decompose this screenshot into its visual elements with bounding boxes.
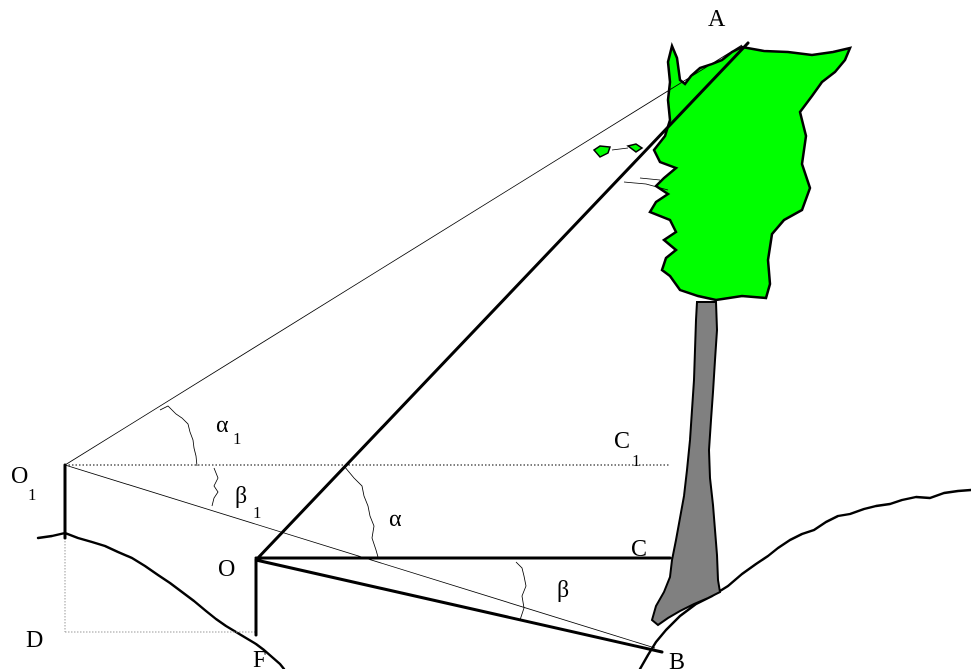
label-alpha1: α	[216, 412, 229, 438]
label-C1-subscript: 1	[632, 451, 641, 470]
leaf-cluster-small-2	[626, 143, 644, 153]
label-B: B	[669, 649, 685, 669]
label-O1: O	[11, 463, 28, 489]
sight-line-O-B	[254, 558, 664, 654]
branch-2	[623, 181, 669, 191]
angle-arc-beta1	[211, 467, 219, 507]
label-alpha: α	[389, 506, 402, 532]
label-O: O	[218, 556, 235, 582]
label-beta: β	[557, 577, 569, 603]
label-D: D	[26, 627, 43, 653]
ground-surface-line	[36, 531, 286, 669]
tree-crown	[648, 42, 853, 302]
label-A: A	[708, 6, 726, 32]
leaf-cluster-small-1	[592, 145, 612, 158]
angle-arc-beta	[515, 561, 527, 621]
tree-trunk	[650, 301, 722, 627]
label-F: F	[253, 647, 266, 669]
label-beta1: β	[235, 483, 247, 509]
branch-3	[639, 177, 661, 181]
label-O1-subscript: 1	[28, 485, 37, 504]
label-C1: C	[614, 428, 630, 454]
angle-arc-alpha	[343, 465, 379, 558]
sight-line-O-A	[254, 41, 750, 562]
label-beta1-subscript: 1	[253, 503, 262, 522]
label-C: C	[631, 536, 647, 562]
branch-1	[611, 147, 629, 151]
sight-line-O1-A	[64, 44, 743, 466]
angle-arc-alpha1	[159, 405, 198, 467]
ground-surface-right	[638, 488, 971, 669]
label-alpha1-subscript: 1	[233, 429, 242, 448]
